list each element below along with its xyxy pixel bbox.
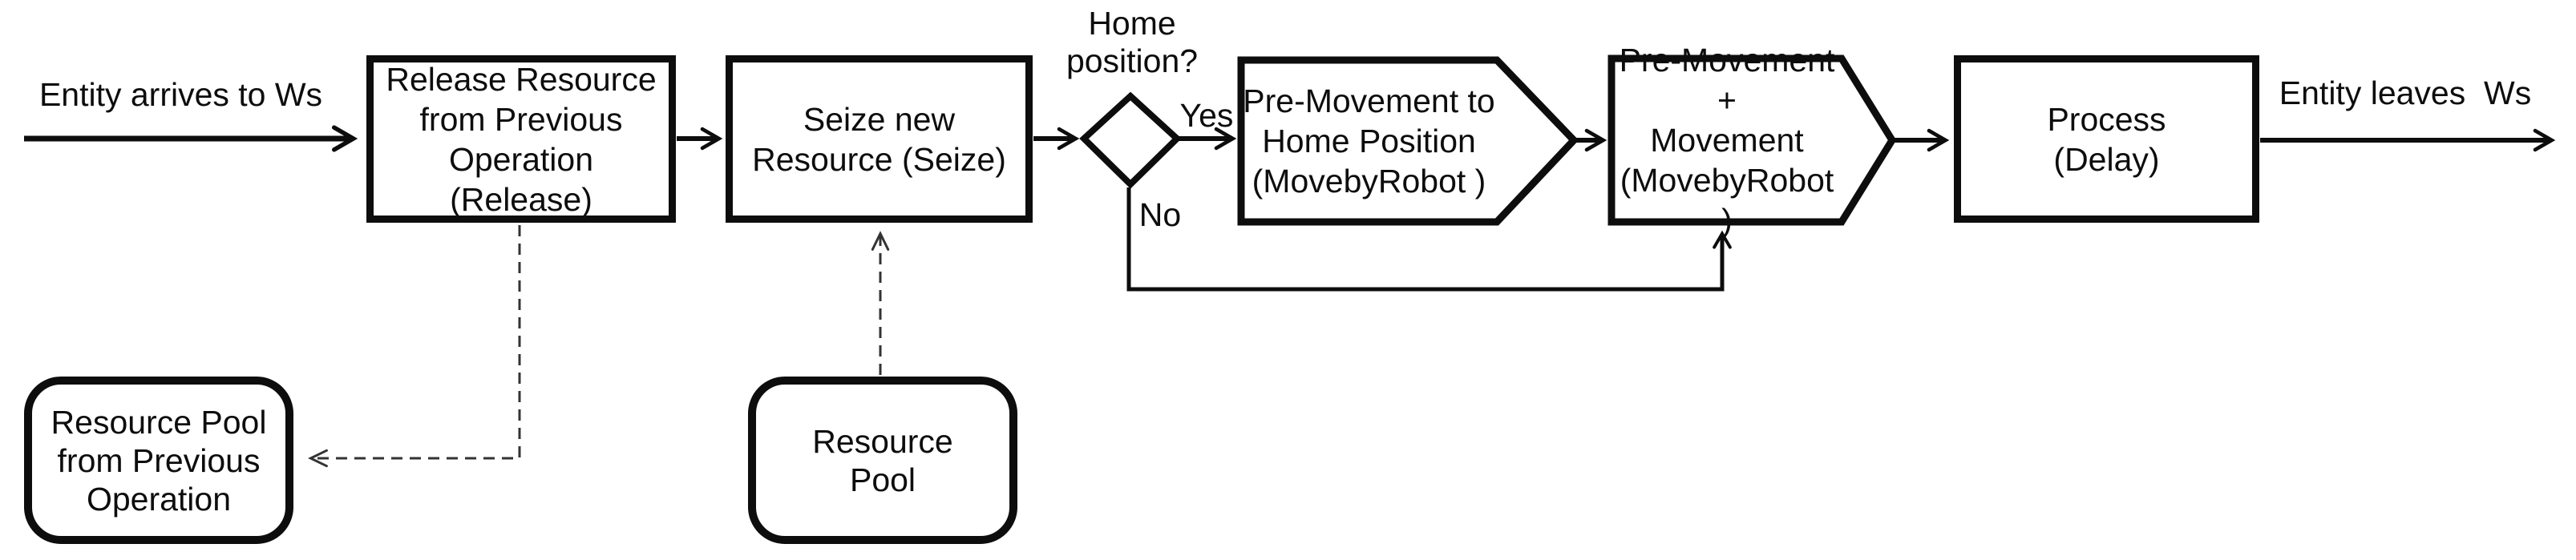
decision-no-path <box>1126 187 1732 292</box>
node-resource-pool-previous: Resource Pool from Previous Operation <box>24 377 293 544</box>
node-resource-pool-previous-line: Operation <box>86 480 232 518</box>
node-pre-movement-home: Pre-Movement to Home Position (MovebyRob… <box>1241 60 1497 222</box>
node-release-line: Release Resource <box>386 60 657 98</box>
node-pre-movement-movement-line: (MovebyRobot ) <box>1620 162 1834 239</box>
pre-movement-home-shape <box>1237 56 1579 226</box>
pre-movement-movement-shape <box>1607 54 1897 226</box>
node-release: Release Resource from Previous Operation… <box>366 55 676 223</box>
node-resource-pool-previous-line: from Previous <box>57 441 261 479</box>
node-pre-movement-home-line: Pre-Movement to <box>1243 83 1495 119</box>
node-resource-pool-line: Resource <box>812 422 953 460</box>
node-pre-movement-movement-line: Movement <box>1650 122 1804 159</box>
node-process: Process (Delay) <box>1954 55 2259 223</box>
decision-question-label: Home position? <box>1066 5 1199 79</box>
node-process-line: Process <box>2047 100 2166 138</box>
decision-diamond <box>1079 91 1182 189</box>
exit-label: Entity leaves Ws <box>2279 75 2532 111</box>
node-seize: Seize new Resource (Seize) <box>726 55 1033 223</box>
release-to-pool-dashed-link <box>308 225 521 468</box>
node-pre-movement-movement: Pre-Movement + Movement (MovebyRobot ) <box>1612 42 1842 239</box>
entry-label: Entity arrives to Ws <box>38 76 323 113</box>
node-pre-movement-home-line: (MovebyRobot ) <box>1252 163 1486 199</box>
node-pre-movement-home-line: Home Position <box>1262 123 1476 159</box>
yes-label: Yes <box>1179 97 1234 134</box>
node-process-line: (Delay) <box>2053 140 2160 178</box>
node-release-line: Operation (Release) <box>448 140 594 218</box>
node-seize-line: Seize new <box>803 100 956 138</box>
node-pre-movement-movement-line: Pre-Movement + <box>1619 42 1835 119</box>
node-release-line: from Previous <box>419 100 623 138</box>
node-resource-pool: Resource Pool <box>748 377 1017 544</box>
node-seize-line: Resource (Seize) <box>752 140 1006 178</box>
node-resource-pool-previous-line: Resource Pool <box>51 403 267 441</box>
node-resource-pool-line: Pool <box>849 461 916 498</box>
no-label: No <box>1138 196 1182 233</box>
